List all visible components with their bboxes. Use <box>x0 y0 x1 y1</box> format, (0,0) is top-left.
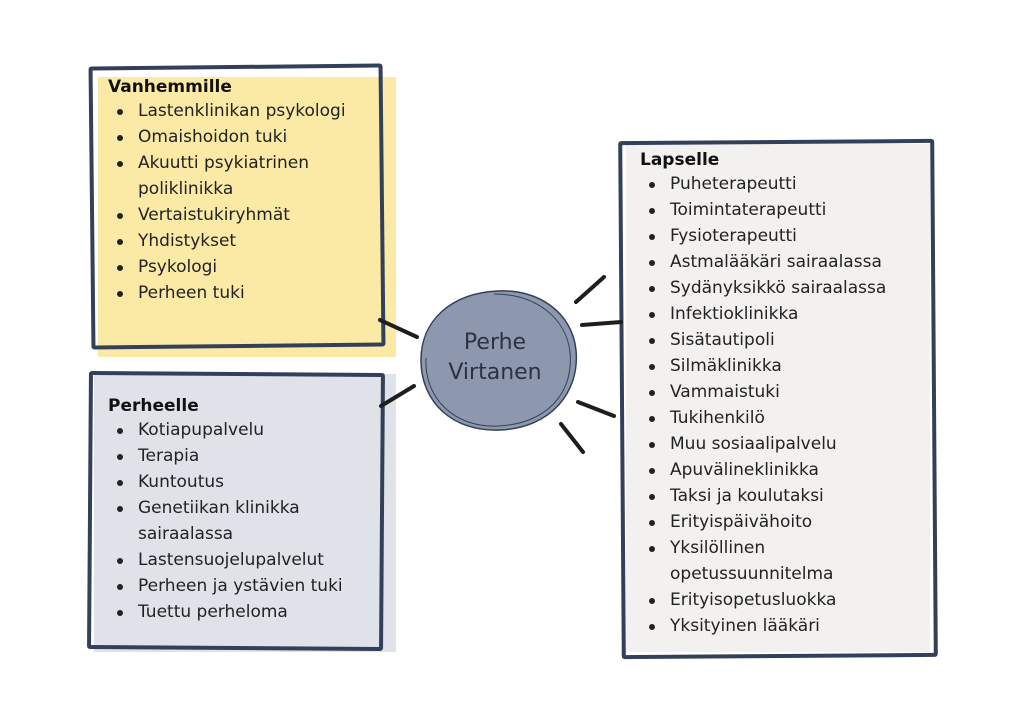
family-list-item: Lastensuojelupalvelut <box>108 547 378 573</box>
family-list-item: Tuettu perheloma <box>108 599 378 625</box>
child-list-item: Silmäklinikka <box>640 353 930 379</box>
child-list-item: Tukihenkilö <box>640 405 930 431</box>
child-list-item: Sisätautipoli <box>640 327 930 353</box>
hub-label-line2: Virtanen <box>448 360 542 385</box>
family-panel-background <box>94 374 396 652</box>
hub-label: Perhe Virtanen <box>430 328 560 388</box>
child-list-item: Vammaistuki <box>640 379 930 405</box>
child-panel-background <box>626 144 930 652</box>
child-list-item: Puheterapeutti <box>640 171 930 197</box>
child-list-item: Fysioterapeutti <box>640 223 930 249</box>
connector-child-2 <box>580 320 623 327</box>
family-title: Perheelle <box>108 396 199 416</box>
parents-title: Vanhemmille <box>108 77 232 97</box>
parents-list-item: Perheen tuki <box>108 280 378 306</box>
parents-list-item: Omaishoidon tuki <box>108 124 378 150</box>
parents-list-item: Yhdistykset <box>108 228 378 254</box>
child-list-item: Erityispäivähoito <box>640 509 930 535</box>
child-list-item: Astmalääkäri sairaalassa <box>640 249 930 275</box>
child-list-item: Apuvälineklinikka <box>640 457 930 483</box>
family-list-item: Terapia <box>108 443 378 469</box>
child-list-item: Yksityinen lääkäri <box>640 613 930 639</box>
child-list-item: Taksi ja koulutaksi <box>640 483 930 509</box>
parents-list-item: Akuutti psykiatrinen poliklinikka <box>108 150 378 202</box>
family-list-item: Kuntoutus <box>108 469 378 495</box>
child-list-item: Toimintaterapeutti <box>640 197 930 223</box>
child-list-item: Erityisopetusluokka <box>640 587 930 613</box>
family-list-item: Genetiikan klinikka sairaalassa <box>108 495 378 547</box>
parents-list-item: Vertaistukiryhmät <box>108 202 378 228</box>
hub-label-line1: Perhe <box>463 330 527 355</box>
child-title: Lapselle <box>640 150 720 170</box>
family-list-item: Kotiapupalvelu <box>108 417 378 443</box>
parents-panel-background <box>98 77 396 357</box>
parents-list-item: Psykologi <box>108 254 378 280</box>
child-list-item: Yksilöllinen opetussuunnitelma <box>640 535 930 587</box>
connector-child-3 <box>576 400 616 418</box>
connector-child-1 <box>574 275 606 304</box>
child-list-item: Muu sosiaalipalvelu <box>640 431 930 457</box>
child-list-item: Sydänyksikkö sairaalassa <box>640 275 930 301</box>
connector-child-4 <box>559 422 585 454</box>
parents-list-item: Lastenklinikan psykologi <box>108 98 378 124</box>
child-list-item: Infektioklinikka <box>640 301 930 327</box>
family-list-item: Perheen ja ystävien tuki <box>108 573 378 599</box>
